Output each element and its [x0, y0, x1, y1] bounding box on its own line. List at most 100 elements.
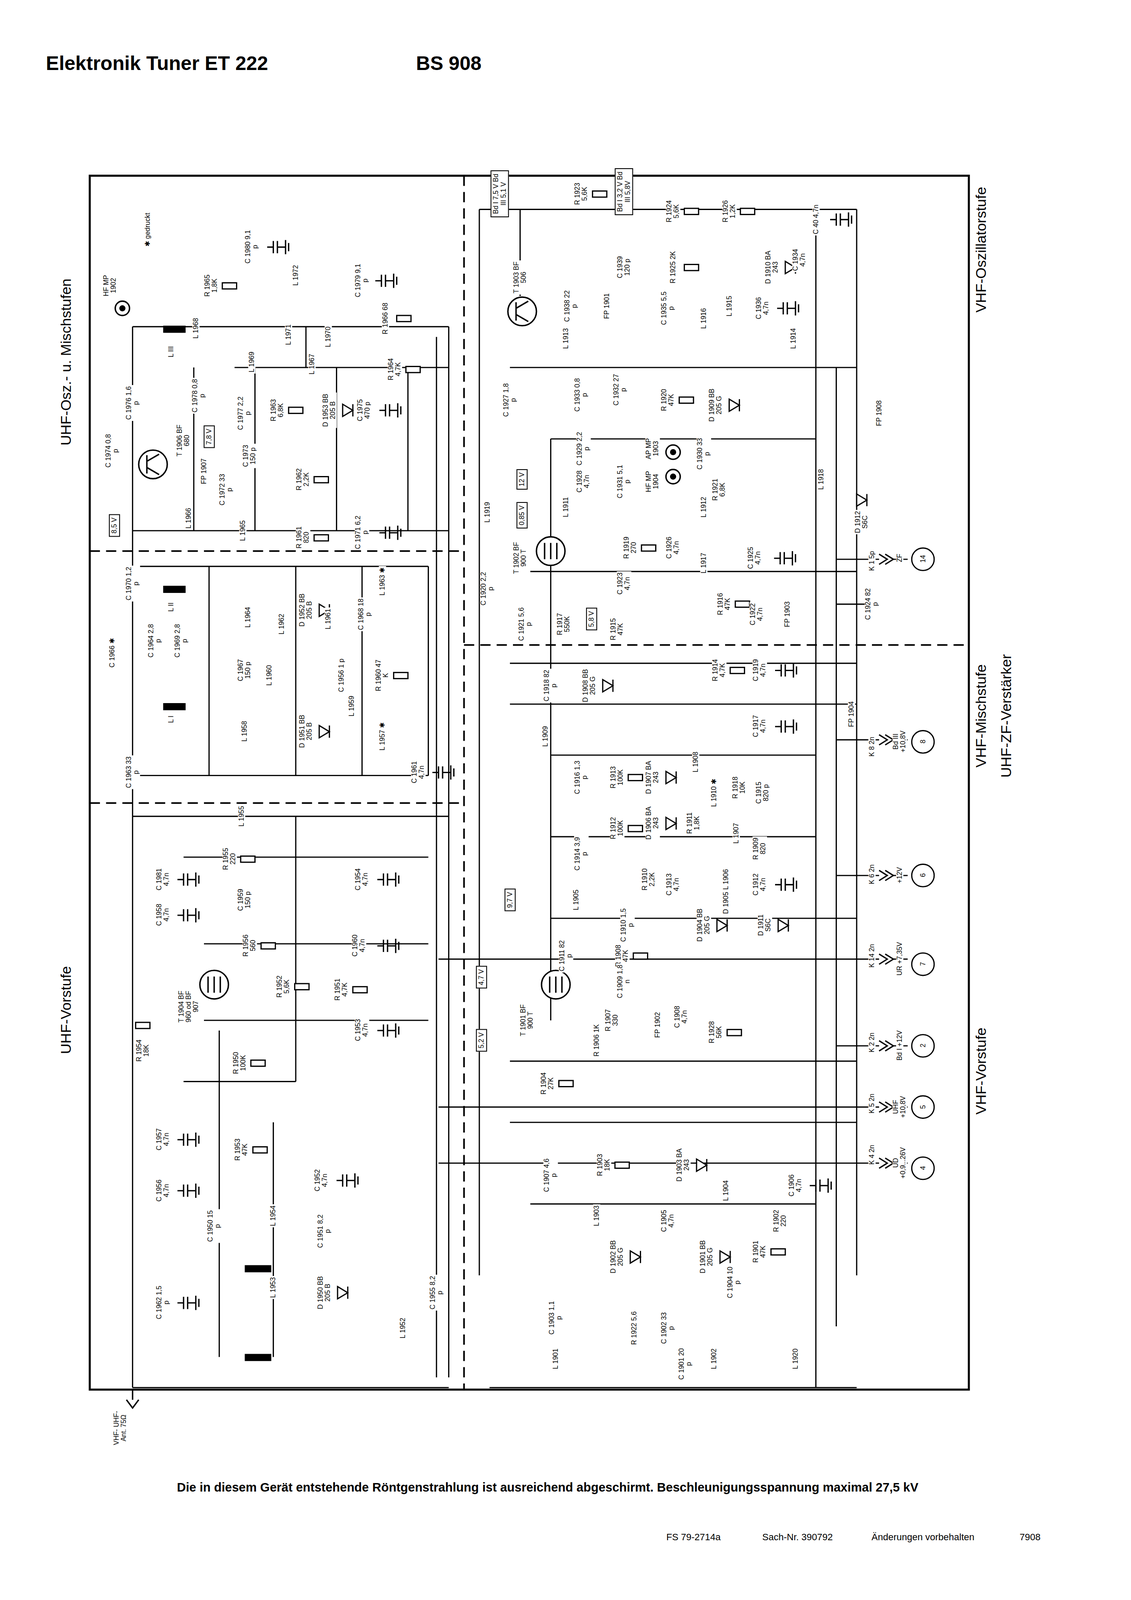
part-label: T 1902 BF 900 T — [513, 540, 528, 575]
part-label: C 1924 82 p — [864, 586, 880, 621]
part-label: UR +7,35V — [895, 940, 904, 977]
part-label: C 1919 4,7n — [752, 657, 767, 683]
part-label: K 5 2n — [868, 1092, 876, 1115]
part-label: L 1952 — [399, 1316, 407, 1340]
part-label: K 1 5p — [868, 549, 876, 572]
part-label: L 1969 — [248, 350, 256, 374]
part-label: L 1960 — [265, 663, 273, 687]
part-label: Bd I +12V — [895, 1028, 904, 1062]
part-label: L 1906 — [722, 867, 730, 891]
voltage-value: Bd I 3,2 V Bd III 5,8V — [616, 170, 632, 213]
part-label: L 1919 — [483, 500, 492, 524]
part-label: D 1910 BA 243 — [764, 249, 780, 286]
part-label: R 1928 56K — [708, 1020, 724, 1045]
part-label: R 1909 820 — [752, 836, 767, 861]
part-label: FP 1904 — [848, 699, 856, 729]
part-label: C 1933 0,8 p — [574, 376, 589, 413]
connector-symbols — [879, 548, 935, 1180]
part-label: L 1971 — [285, 323, 293, 347]
part-label: L 1955 — [238, 804, 246, 828]
part-label: D 1906 BA 243 — [645, 805, 661, 841]
part-label: L 1972 — [292, 263, 300, 287]
part-label: C 1972 33 p — [219, 472, 234, 507]
measuring-point — [115, 301, 681, 484]
voltage-box: 0,85 V — [516, 501, 528, 529]
part-label: 5 — [919, 1103, 927, 1110]
part-label: L 1917 — [699, 551, 708, 575]
voltage-value: 7,8 V — [205, 427, 213, 446]
part-label: R 1960 47 K — [375, 658, 390, 692]
part-label: D 1911 S6C — [757, 912, 773, 937]
part-label: C 1958 4,7n — [156, 902, 171, 927]
part-label: 8 — [919, 738, 927, 745]
part-label: R 1956 560 — [242, 933, 258, 958]
part-label: HF MP 1904 — [645, 469, 661, 493]
part-label: R 1911 1,8K — [686, 810, 701, 835]
part-label: C 1920 2,2 p — [480, 570, 495, 607]
part-label: Bd III +10,8V — [892, 729, 907, 754]
part-label: C 1980 9,1 p — [244, 228, 260, 265]
part-label: R 1904 27K — [540, 1070, 555, 1096]
part-label: C 1931 5,1 p — [617, 463, 632, 500]
part-label: C 1951 8,2 p — [317, 1212, 332, 1249]
part-label: T 1904 BF 960 od BF 907 — [177, 989, 200, 1024]
part-label: R 1918 10K — [732, 775, 747, 800]
part-label: L 1964 — [244, 605, 252, 629]
uhf-pre-wire — [132, 816, 449, 1388]
part-label: C 1913 4,7n — [665, 871, 681, 897]
section-heading: UHF-ZF-Verstärker — [999, 654, 1015, 778]
section-heading: VHF-Vorstufe — [973, 1027, 989, 1115]
part-label: C 1911 82 p — [558, 938, 574, 973]
voltage-box: 7,8 V — [203, 425, 215, 448]
part-label: R 1961 820 — [295, 525, 311, 550]
footer-note: 7908 — [1019, 1531, 1041, 1542]
part-label: C 1954 4,7n — [354, 866, 370, 892]
part-label: L 1918 — [817, 467, 825, 491]
part-label: L 1903 — [592, 1203, 601, 1228]
part-label: C 1934 4,7n — [792, 247, 808, 273]
title: Elektronik Tuner ET 222 — [46, 52, 269, 74]
part-label: R 1910 2,2K — [641, 866, 656, 892]
section-divider — [89, 175, 969, 1390]
section-heading: UHF-Vorstufe — [58, 965, 74, 1054]
part-label: L 1962 — [277, 612, 286, 636]
part-label: C 1978 0,8 p — [191, 377, 207, 414]
part-label: R 1926 1,2K — [722, 198, 737, 224]
part-label: C 1928 4,7n — [576, 469, 591, 494]
part-label: L 1916 — [699, 306, 708, 330]
part-label: D 1909 BB 205 G — [708, 387, 724, 423]
part-label: C 40 4,7n — [812, 203, 820, 236]
part-label: R 1913 100K — [609, 764, 625, 790]
part-label: R 1914 4,7K — [711, 657, 727, 683]
part-label: C 1908 4,7n — [673, 1004, 689, 1029]
part-label: L 1920 — [791, 1346, 799, 1371]
part-label: C 1961 4,7n — [411, 759, 426, 785]
part-label: C 1910 1,5 p — [620, 906, 635, 943]
part-label: R 1923 5,6K — [574, 181, 589, 207]
part-label: R 1952 5,6K — [276, 973, 291, 999]
part-label: C 1922 4,7n — [749, 601, 764, 627]
part-label: D 1912 S6C — [854, 510, 869, 535]
part-label: C 1939 120 p — [617, 255, 632, 280]
part-label: C 1929 2,2 p — [576, 430, 591, 467]
part-label: C 1957 4,7n — [156, 1127, 171, 1152]
part-label: L 1914 — [789, 326, 798, 350]
part-label: C 1960 4,7n — [351, 933, 367, 958]
part-label: C 1955 8,2 p — [429, 1274, 444, 1311]
part-label: HF MP 1902 — [102, 274, 118, 298]
part-label: FP 1902 — [654, 1010, 662, 1039]
part-label: D 1950 BB 205 B — [317, 1274, 332, 1310]
part-label: L 1958 — [241, 719, 249, 743]
part-label: AP MP 1903 — [645, 437, 661, 461]
part-label: C 1907 4,6 p — [543, 1157, 559, 1193]
part-label: L I — [167, 714, 175, 724]
part-label: L 1912 — [699, 495, 708, 519]
part-label: C 1905 4,7n — [660, 1208, 676, 1234]
part-label: R 1917 550K — [556, 612, 572, 637]
part-label: C 1930 33 p — [696, 437, 712, 471]
part-label: R 1955 220 — [222, 846, 237, 871]
voltage-box: 4,7 V — [475, 965, 487, 989]
voltage-box: 9,7 V — [504, 888, 516, 911]
part-label: L 1957 ✱ — [378, 720, 387, 752]
